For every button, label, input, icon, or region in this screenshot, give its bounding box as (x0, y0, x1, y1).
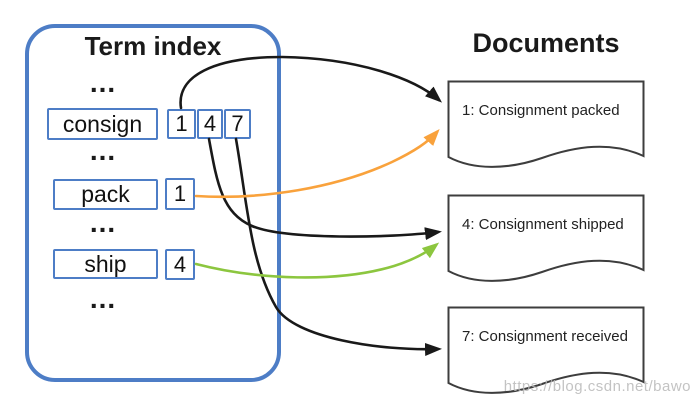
document-4-label: 4: Consignment shipped (462, 216, 624, 233)
term-box-consign: consign (47, 108, 158, 140)
document-7-label: 7: Consignment received (462, 328, 628, 345)
posting-consign-7: 7 (224, 109, 251, 139)
document-1: 1: Consignment packed (447, 80, 645, 172)
documents-title: Documents (472, 28, 620, 58)
posting-ship-4: 4 (165, 249, 195, 280)
term-box-pack: pack (53, 179, 158, 210)
document-7: 7: Consignment received (447, 306, 645, 398)
term-box-ship: ship (53, 249, 158, 279)
ellipsis: ... (89, 67, 117, 98)
document-4: 4: Consignment shipped (447, 194, 645, 286)
ellipsis: ... (89, 283, 117, 314)
posting-pack-1: 1 (165, 178, 195, 210)
watermark: https://blog.csdn.net/bawo (503, 378, 691, 395)
document-1-label: 1: Consignment packed (462, 102, 620, 119)
document-shape-icon (447, 80, 645, 168)
posting-consign-4: 4 (197, 109, 223, 139)
term-index-title: Term index (84, 31, 222, 61)
ellipsis: ... (89, 207, 117, 238)
posting-consign-1: 1 (167, 109, 196, 139)
document-shape-icon (447, 306, 645, 394)
ellipsis: ... (89, 135, 117, 166)
document-shape-icon (447, 194, 645, 282)
